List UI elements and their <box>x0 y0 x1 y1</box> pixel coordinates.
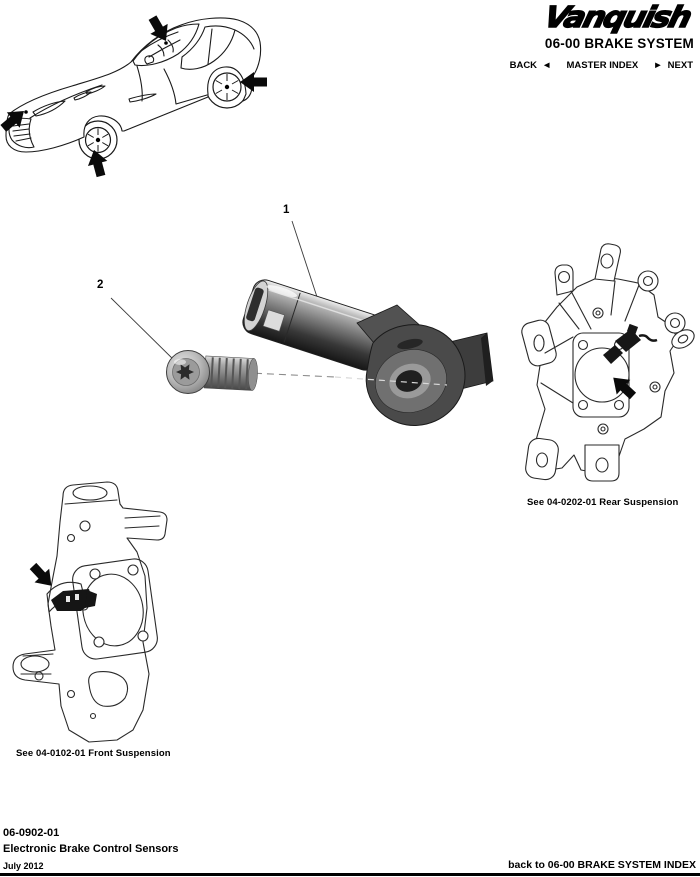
callout-number-1: 1 <box>283 204 290 216</box>
back-arrow-icon: ◄ <box>542 60 552 71</box>
back-link[interactable]: BACK ◄ <box>510 60 552 71</box>
torx-recess-icon <box>176 364 194 380</box>
brake-system-index-link[interactable]: back to 06-00 BRAKE SYSTEM INDEX <box>508 859 696 871</box>
rear-sensor-illustration <box>603 323 658 364</box>
document-date: July 2012 <box>3 861 44 871</box>
sensor-illustration <box>242 279 494 426</box>
sensor-exploded-view <box>110 220 494 426</box>
document-number: 06-0902-01 <box>3 827 60 839</box>
back-link-label: BACK <box>509 60 538 71</box>
vanquish-logo: Vanquish <box>540 0 694 35</box>
car-body-outline <box>5 17 262 153</box>
screw-illustration <box>166 350 336 394</box>
axis-centerline <box>334 376 448 386</box>
car-location-illustration <box>0 12 267 178</box>
page-navigation: BACK ◄ MASTER INDEX ► NEXT <box>510 60 693 71</box>
callout-number-2: 2 <box>97 279 104 291</box>
master-index-link[interactable]: MASTER INDEX <box>566 60 638 71</box>
front-knuckle-illustration <box>12 481 168 743</box>
footer-rule <box>0 873 700 876</box>
next-link-label: NEXT <box>667 60 693 71</box>
rear-suspension-link[interactable]: See 04-0202-01 Rear Suspension <box>527 497 679 508</box>
callout-2-leader-line <box>110 297 180 366</box>
master-index-label: MASTER INDEX <box>566 60 639 71</box>
next-link[interactable]: ► NEXT <box>653 60 693 71</box>
front-sensor-illustration <box>51 589 97 611</box>
document-title: Electronic Brake Control Sensors <box>3 843 179 855</box>
axis-centerline <box>206 370 336 378</box>
callout-1-leader-line <box>291 220 320 304</box>
next-arrow-icon: ► <box>653 60 663 71</box>
rear-knuckle-illustration <box>521 243 695 482</box>
front-suspension-link[interactable]: See 04-0102-01 Front Suspension <box>16 748 171 759</box>
section-title: 06-00 BRAKE SYSTEM <box>544 36 694 51</box>
flange-bolt-hole <box>395 370 423 392</box>
